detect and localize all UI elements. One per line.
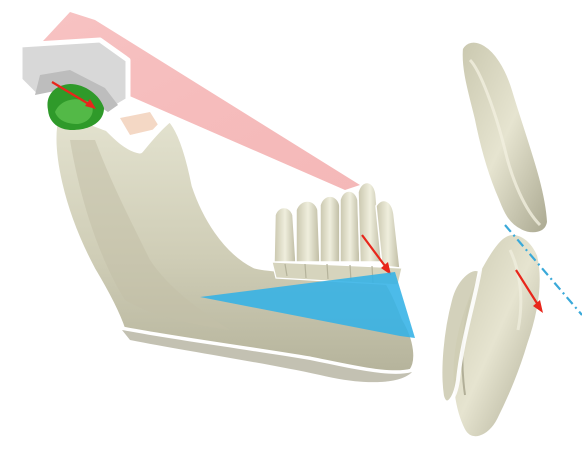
- incisor-pair: [440, 40, 550, 439]
- upper-incisor: [460, 40, 550, 236]
- lower-teeth: [272, 182, 402, 285]
